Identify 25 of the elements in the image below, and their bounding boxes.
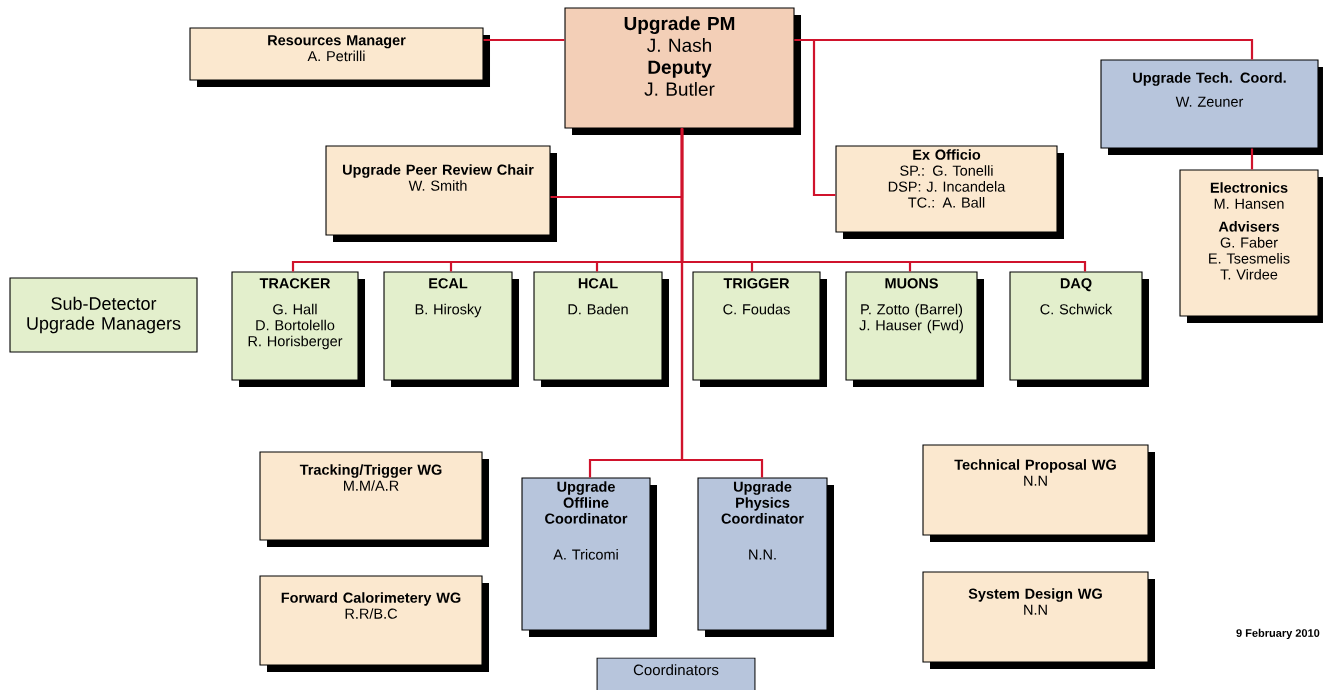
org-box: Upgrade PM J. Nash Deputy J. Butler (564, 7, 801, 135)
org-box: Electronics M. Hansen Advisers G. Faber E. Tsesmelis T. Virdee (1179, 169, 1323, 323)
org-box: Upgrade Offline Coordinator A. Tricomi (521, 477, 657, 637)
org-box: ECAL B. Hirosky (383, 271, 519, 387)
org-box: Upgrade Peer Review Chair W. Smith (325, 145, 557, 242)
connector-line (1250, 148, 1254, 170)
org-box: MUONS P. Zotto (Barrel) J. Hauser (Fwd) (845, 271, 984, 387)
org-box: Ex Officio SP.: G. Tonelli DSP: J. Incandela TC.: A. Ball (835, 145, 1064, 239)
org-box: Tracking/Trigger WG M.M/A.R (259, 451, 489, 547)
org-box: Sub-Detector Upgrade Managers (9, 277, 198, 353)
org-box: Coordinators (596, 657, 756, 690)
connector-line (680, 128, 764, 478)
org-box: System Design WG N.N (922, 571, 1155, 669)
org-box: DAQ C. Schwick (1009, 271, 1149, 387)
org-box: Upgrade Tech. Coord. W. Zeuner (1100, 59, 1323, 155)
org-box: Upgrade Physics Coordinator N.N. (697, 477, 834, 637)
org-box: Resources Manager A. Petrilli (189, 27, 490, 87)
org-box: TRIGGER C. Foudas (692, 271, 827, 387)
org-box: HCAL D. Baden (533, 271, 669, 387)
date-label: 9 February 2010 (1236, 628, 1320, 640)
connector-line (483, 38, 565, 42)
connector-line (794, 38, 836, 197)
org-box: Forward Calorimetery WG R.R/B.C (259, 575, 489, 672)
org-box: TRACKER G. Hall D. Bortolello R. Horisberger (231, 271, 365, 387)
org-box: Technical Proposal WG N.N (922, 444, 1155, 542)
